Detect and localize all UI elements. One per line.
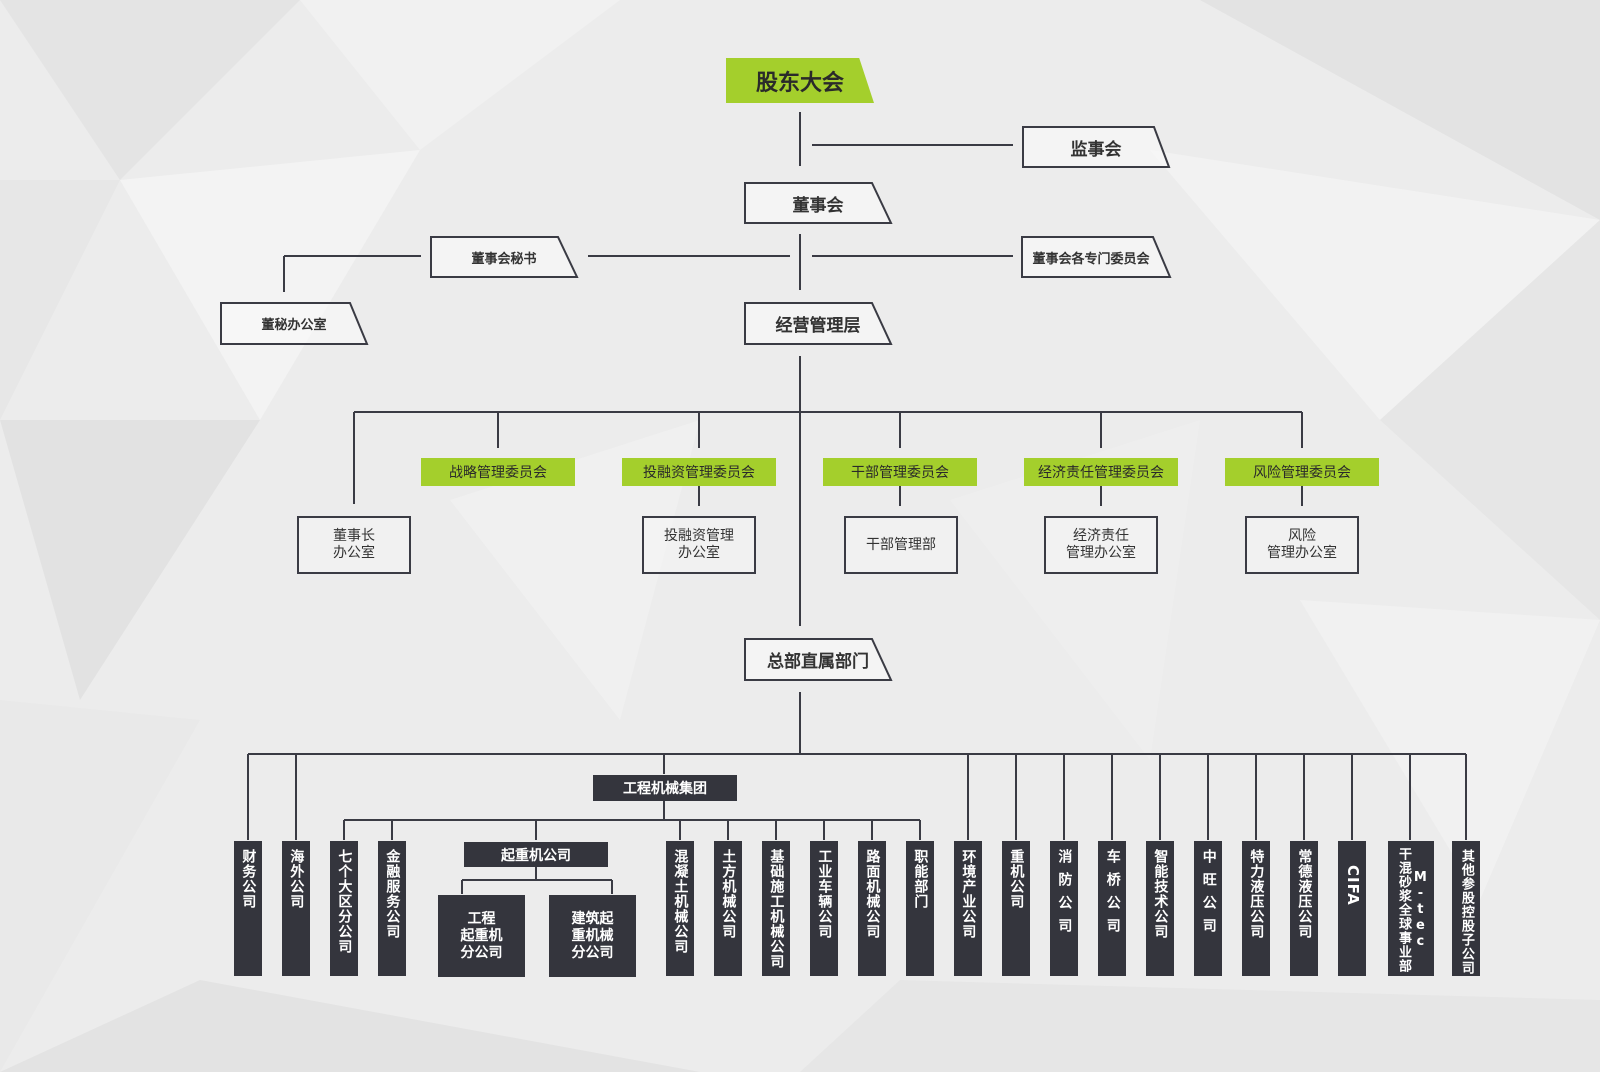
unit-functional-departments: 职能部门 [906, 841, 934, 976]
unit-mtec-label: M-tec 干混砂浆全球事业部 [1396, 847, 1428, 973]
unit-zhongwang: 中旺公司 [1194, 841, 1222, 976]
unit-earthmoving-machinery: 土方机械公司 [714, 841, 742, 976]
board-secretary-node: 董事会秘书 [430, 236, 579, 278]
crane-company-node: 起重机公司 [464, 842, 608, 867]
unit-teli-hydraulics: 特力液压公司 [1242, 841, 1270, 976]
unit-overseas-label: 海外公司 [288, 849, 305, 909]
hq-departments-node: 总部直属部门 [744, 638, 893, 681]
unit-concrete-machinery: 混凝土机械公司 [666, 841, 694, 976]
hq-departments-frame [744, 638, 893, 681]
economic-committee-node: 经济责任管理委员会 [1024, 458, 1178, 486]
unit-regional-branches: 七个大区分公司 [330, 841, 358, 976]
unit-finance-label: 财务公司 [240, 849, 257, 909]
supervisors-label: 监事会 [1070, 139, 1122, 160]
economic-office-label: 经济责任 管理办公室 [1066, 528, 1136, 561]
board-committees-frame [1021, 236, 1172, 278]
board-committees-node: 董事会各专门委员会 [1021, 236, 1172, 278]
unit-concrete-label: 混凝土机械公司 [672, 849, 689, 954]
strategy-committee-node: 战略管理委员会 [421, 458, 575, 486]
investment-office-label: 投融资管理 办公室 [664, 528, 734, 561]
crane-company-label: 起重机公司 [501, 847, 571, 864]
unit-industrial-label: 工业车辆公司 [816, 849, 833, 939]
management-frame [744, 302, 893, 345]
management-label: 经营管理层 [775, 316, 861, 336]
unit-intelligent-technology: 智能技术公司 [1146, 841, 1174, 976]
strategy-committee-label: 战略管理委员会 [449, 465, 547, 481]
hq-departments-label: 总部直属部门 [767, 652, 869, 672]
board-label: 董事会 [792, 195, 844, 216]
unit-intelligent-label: 智能技术公司 [1152, 849, 1169, 939]
cadre-office-node: 干部管理部 [844, 516, 958, 574]
risk-office-label: 风险 管理办公室 [1267, 528, 1337, 561]
unit-financial-services: 金融服务公司 [378, 841, 406, 976]
chairman-office-label: 董事长 办公室 [333, 528, 375, 561]
unit-changde-hydraulics: 常德液压公司 [1290, 841, 1318, 976]
board-secretary-office-node: 董秘办公室 [220, 302, 369, 345]
unit-changde-label: 常德液压公司 [1296, 849, 1313, 939]
unit-mtec-mortar: M-tec 干混砂浆全球事业部 [1388, 841, 1434, 976]
investment-committee-label: 投融资管理委员会 [643, 465, 755, 481]
investment-office-node: 投融资管理 办公室 [642, 516, 756, 574]
board-committees-label: 董事会各专门委员会 [1032, 251, 1150, 267]
crane-branch-engineering-node: 工程 起重机 分公司 [438, 895, 525, 977]
board-secretary-office-label: 董秘办公室 [261, 318, 327, 333]
unit-fire-fighting: 消防公司 [1050, 841, 1078, 976]
supervisors-node: 监事会 [1022, 126, 1171, 168]
unit-earthmoving-label: 土方机械公司 [720, 849, 737, 939]
management-node: 经营管理层 [744, 302, 893, 345]
unit-other-label: 其他参股控股子公司 [1458, 849, 1474, 975]
economic-office-node: 经济责任 管理办公室 [1044, 516, 1158, 574]
unit-road-label: 路面机械公司 [864, 849, 881, 939]
machinery-group-label: 工程机械集团 [623, 781, 707, 797]
unit-overseas-company: 海外公司 [282, 841, 310, 976]
unit-cifa: CIFA [1338, 841, 1366, 976]
unit-functional-label: 职能部门 [912, 849, 929, 909]
unit-industrial-vehicles: 工业车辆公司 [810, 841, 838, 976]
board-node: 董事会 [744, 182, 893, 224]
unit-regional-label: 七个大区分公司 [336, 849, 353, 954]
risk-office-node: 风险 管理办公室 [1245, 516, 1359, 574]
board-secretary-label: 董事会秘书 [471, 251, 537, 267]
unit-financial-services-label: 金融服务公司 [384, 849, 401, 939]
unit-axle-label: 车桥公司 [1104, 849, 1121, 941]
crane-branch-building-node: 建筑起 重机械 分公司 [549, 895, 636, 977]
board-secretary-frame [430, 236, 579, 278]
crane-branch-engineering-label: 工程 起重机 分公司 [460, 910, 503, 961]
shareholders-meeting-label: 股东大会 [755, 70, 844, 96]
unit-axle: 车桥公司 [1098, 841, 1126, 976]
risk-committee-label: 风险管理委员会 [1253, 465, 1351, 481]
unit-cifa-label: CIFA [1343, 865, 1362, 906]
economic-committee-label: 经济责任管理委员会 [1038, 465, 1164, 481]
cadre-office-label: 干部管理部 [866, 536, 936, 553]
machinery-group-node: 工程机械集团 [593, 775, 737, 801]
unit-finance-company: 财务公司 [234, 841, 262, 976]
crane-branch-building-label: 建筑起 重机械 分公司 [571, 910, 614, 961]
cadre-committee-node: 干部管理委员会 [823, 458, 977, 486]
cadre-committee-label: 干部管理委员会 [851, 465, 949, 481]
risk-committee-node: 风险管理委员会 [1225, 458, 1379, 486]
unit-heavy-machinery: 重机公司 [1002, 841, 1030, 976]
investment-committee-node: 投融资管理委员会 [622, 458, 776, 486]
board-frame [744, 182, 893, 224]
shareholders-meeting-node: 股东大会 [726, 58, 874, 103]
unit-foundation-label: 基础施工机械公司 [768, 849, 785, 969]
unit-road-machinery: 路面机械公司 [858, 841, 886, 976]
unit-heavy-label: 重机公司 [1008, 849, 1025, 909]
unit-other-subsidiaries: 其他参股控股子公司 [1452, 841, 1480, 976]
board-secretary-office-frame [220, 302, 369, 345]
supervisors-frame [1022, 126, 1171, 168]
chairman-office-node: 董事长 办公室 [297, 516, 411, 574]
unit-fire-label: 消防公司 [1056, 849, 1073, 941]
unit-foundation-machinery: 基础施工机械公司 [762, 841, 790, 976]
unit-environmental-label: 环境产业公司 [960, 849, 977, 939]
unit-teli-label: 特力液压公司 [1248, 849, 1265, 939]
unit-environmental-industry: 环境产业公司 [954, 841, 982, 976]
unit-zhongwang-label: 中旺公司 [1200, 849, 1217, 941]
